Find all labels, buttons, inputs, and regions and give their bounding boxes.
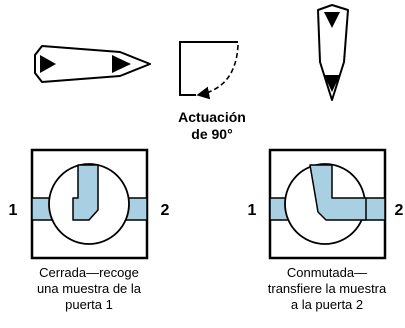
switched-caption-line-1: Conmutada— (287, 265, 367, 280)
closed-caption-line-2: una muestra de la (37, 281, 142, 296)
closed-port-1-label: 1 (9, 202, 18, 219)
closed-valve-body (30, 148, 149, 260)
closed-caption-line-1: Cerrada—recoge (39, 265, 139, 280)
actuation-label: Actuación (178, 109, 246, 125)
switched-port-2-label: 2 (395, 202, 404, 219)
rotation-arc-icon (179, 41, 239, 100)
switched-caption-line-3: a la puerta 2 (291, 297, 363, 312)
vertical-handle-icon (317, 4, 349, 101)
horizontal-handle-icon (34, 45, 151, 83)
switched-valve-body (268, 148, 387, 260)
closed-rotor-channel (72, 164, 99, 221)
switched-caption-line-2: transfiere la muestra (268, 281, 387, 296)
switched-port-1-label: 1 (248, 202, 257, 219)
switched-rotor-channel (309, 164, 367, 221)
closed-caption-line-3: puerta 1 (65, 297, 113, 312)
closed-port-2-label: 2 (161, 202, 170, 219)
actuation-angle-label: de 90° (191, 126, 232, 142)
